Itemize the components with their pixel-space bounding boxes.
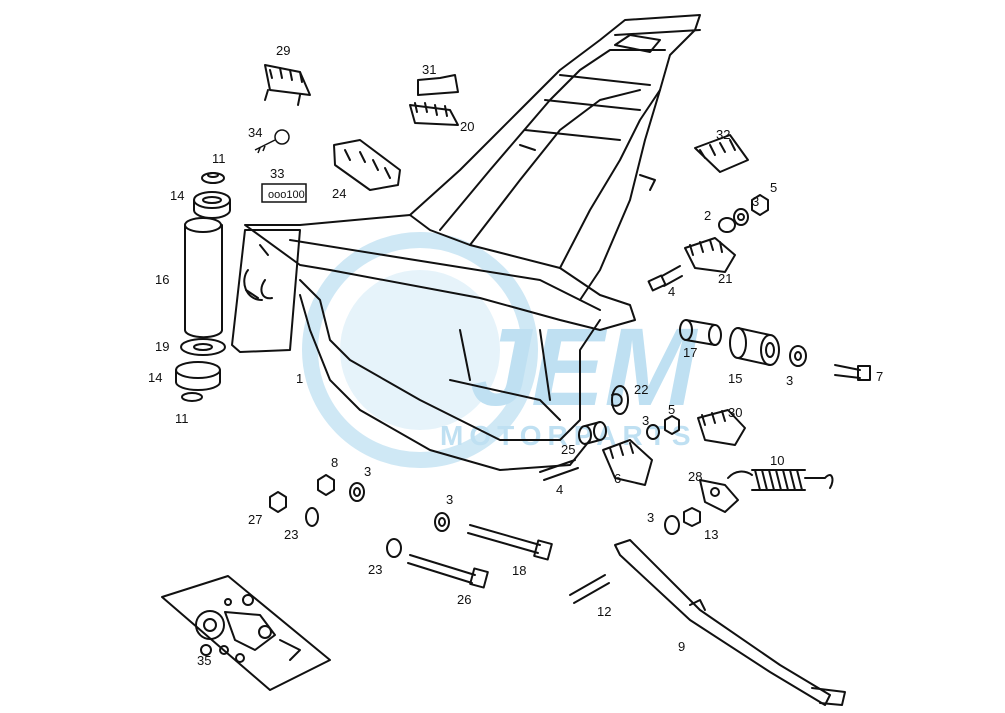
- callout-10: 10: [770, 453, 785, 468]
- callout-28: 28: [688, 469, 703, 484]
- callout-3: 3: [364, 464, 372, 479]
- callout-2: 2: [704, 208, 712, 223]
- callout-32: 32: [716, 127, 731, 142]
- callout-26: 26: [457, 592, 472, 607]
- callout-6: 6: [614, 471, 622, 486]
- callout-29: 29: [276, 43, 291, 58]
- callout-19: 19: [155, 339, 170, 354]
- callout-14: 14: [170, 188, 185, 203]
- callout-27: 27: [248, 512, 263, 527]
- callout-8: 8: [331, 455, 339, 470]
- callout-35: 35: [197, 653, 212, 668]
- callout-4: 4: [668, 284, 676, 299]
- callout-20: 20: [460, 119, 475, 134]
- callout-3: 3: [446, 492, 454, 507]
- callout-3: 3: [647, 510, 655, 525]
- label-plate-33: ooo100: [261, 183, 307, 203]
- callout-11: 11: [175, 411, 189, 426]
- callout-25: 25: [561, 442, 576, 457]
- callout-11: 11: [212, 151, 226, 166]
- callout-5: 5: [668, 402, 676, 417]
- callout-14: 14: [148, 370, 163, 385]
- callout-3: 3: [642, 413, 650, 428]
- callout-22: 22: [634, 382, 649, 397]
- callout-3: 3: [752, 194, 760, 209]
- callout-9: 9: [678, 639, 686, 654]
- nut-washer-parts: [269, 194, 769, 558]
- callout-18: 18: [512, 563, 527, 578]
- callout-7: 7: [876, 369, 884, 384]
- callout-12: 12: [597, 604, 612, 619]
- spring-part: [727, 469, 834, 491]
- callout-4: 4: [556, 482, 564, 497]
- head-bearing-parts: [175, 172, 231, 402]
- callout-16: 16: [155, 272, 170, 287]
- footrest-parts: [245, 64, 749, 486]
- key-part: [254, 129, 290, 154]
- bushing-parts: [578, 319, 807, 445]
- side-stand-part: [614, 539, 846, 706]
- callout-34: 34: [248, 125, 263, 140]
- callout-21: 21: [718, 271, 733, 286]
- hardware-kit-part: [161, 575, 331, 691]
- callout-24: 24: [332, 186, 347, 201]
- callout-1: 1: [296, 371, 304, 386]
- callout-15: 15: [728, 371, 743, 386]
- callout-23: 23: [284, 527, 299, 542]
- watermark: JEM MOTORPARTS: [302, 232, 699, 468]
- callout-23: 23: [368, 562, 383, 577]
- callout-30: 30: [728, 405, 743, 420]
- callout-17: 17: [683, 345, 698, 360]
- callout-31: 31: [422, 62, 437, 77]
- callout-33: 33: [270, 166, 285, 181]
- callout-5: 5: [770, 180, 778, 195]
- label-plate-text: ooo100: [268, 189, 305, 201]
- bolt-parts: [407, 265, 871, 604]
- callout-3: 3: [786, 373, 794, 388]
- main-frame: [231, 14, 701, 471]
- callout-13: 13: [704, 527, 719, 542]
- watermark-brand: JEM: [470, 306, 699, 429]
